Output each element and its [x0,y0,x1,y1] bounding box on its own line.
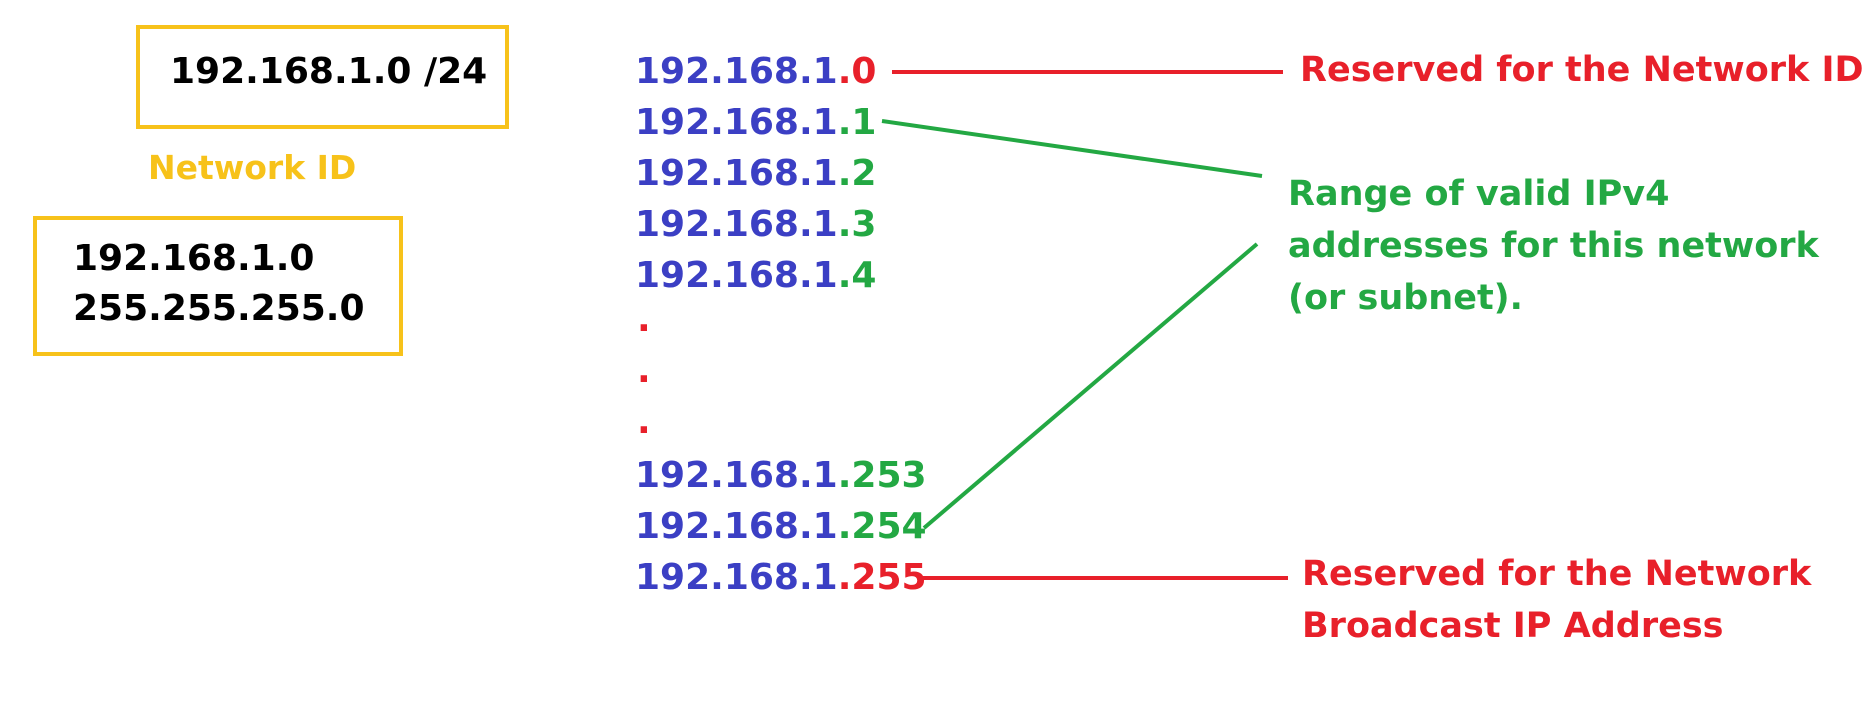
address-host: 3 [851,204,877,245]
first-valid-connector [881,119,1263,178]
address-host: 254 [851,506,927,547]
address-row-4: 192.168.1.4 [635,256,876,296]
address-dot: . [837,255,852,296]
address-prefix: 192.168.1 [635,557,838,598]
address-row-1: 192.168.1.1 [635,103,876,143]
address-row-254: 192.168.1.254 [635,507,927,547]
ellipsis-dot: . [637,401,651,442]
netmask-box: 192.168.1.0 255.255.255.0 [33,216,403,356]
address-prefix: 192.168.1 [635,506,838,547]
address-prefix: 192.168.1 [635,102,838,143]
cidr-notation-box: 192.168.1.0 /24 [136,25,509,129]
address-dot: . [837,204,852,245]
broadcast-note-line1: Reserved for the Network [1302,554,1812,594]
address-dot: . [837,557,852,598]
address-row-255: 192.168.1.255 [635,558,927,598]
address-prefix: 192.168.1 [635,51,838,92]
last-valid-connector [922,242,1259,530]
address-dot: . [837,153,852,194]
address-row-253: 192.168.1.253 [635,456,927,496]
address-prefix: 192.168.1 [635,204,838,245]
address-row-2: 192.168.1.2 [635,154,876,194]
netmask-address-line: 192.168.1.0 [73,238,315,279]
valid-range-note-line2: addresses for this network [1288,226,1819,266]
address-row-0: 192.168.1.0 [635,52,876,92]
address-host: 4 [851,255,877,296]
ellipsis-dot: . [637,299,651,340]
address-host: 1 [851,102,877,143]
valid-range-note-line3: (or subnet). [1288,278,1523,318]
broadcast-note-line2: Broadcast IP Address [1302,606,1724,646]
valid-range-note-line1: Range of valid IPv4 [1288,174,1670,214]
network-id-note: Reserved for the Network ID [1300,50,1864,90]
address-host: 253 [851,455,927,496]
cidr-notation-text: 192.168.1.0 /24 [170,51,488,92]
address-row-3: 192.168.1.3 [635,205,876,245]
network-id-label: Network ID [148,148,357,187]
netmask-mask-line: 255.255.255.0 [73,288,365,329]
address-prefix: 192.168.1 [635,255,838,296]
ellipsis-dot: . [637,350,651,391]
address-prefix: 192.168.1 [635,455,838,496]
address-dot: . [837,51,852,92]
address-host: 2 [851,153,877,194]
address-host: 0 [851,51,877,92]
address-dot: . [837,506,852,547]
address-dot: . [837,102,852,143]
address-dot: . [837,455,852,496]
address-host: 255 [851,557,927,598]
address-prefix: 192.168.1 [635,153,838,194]
